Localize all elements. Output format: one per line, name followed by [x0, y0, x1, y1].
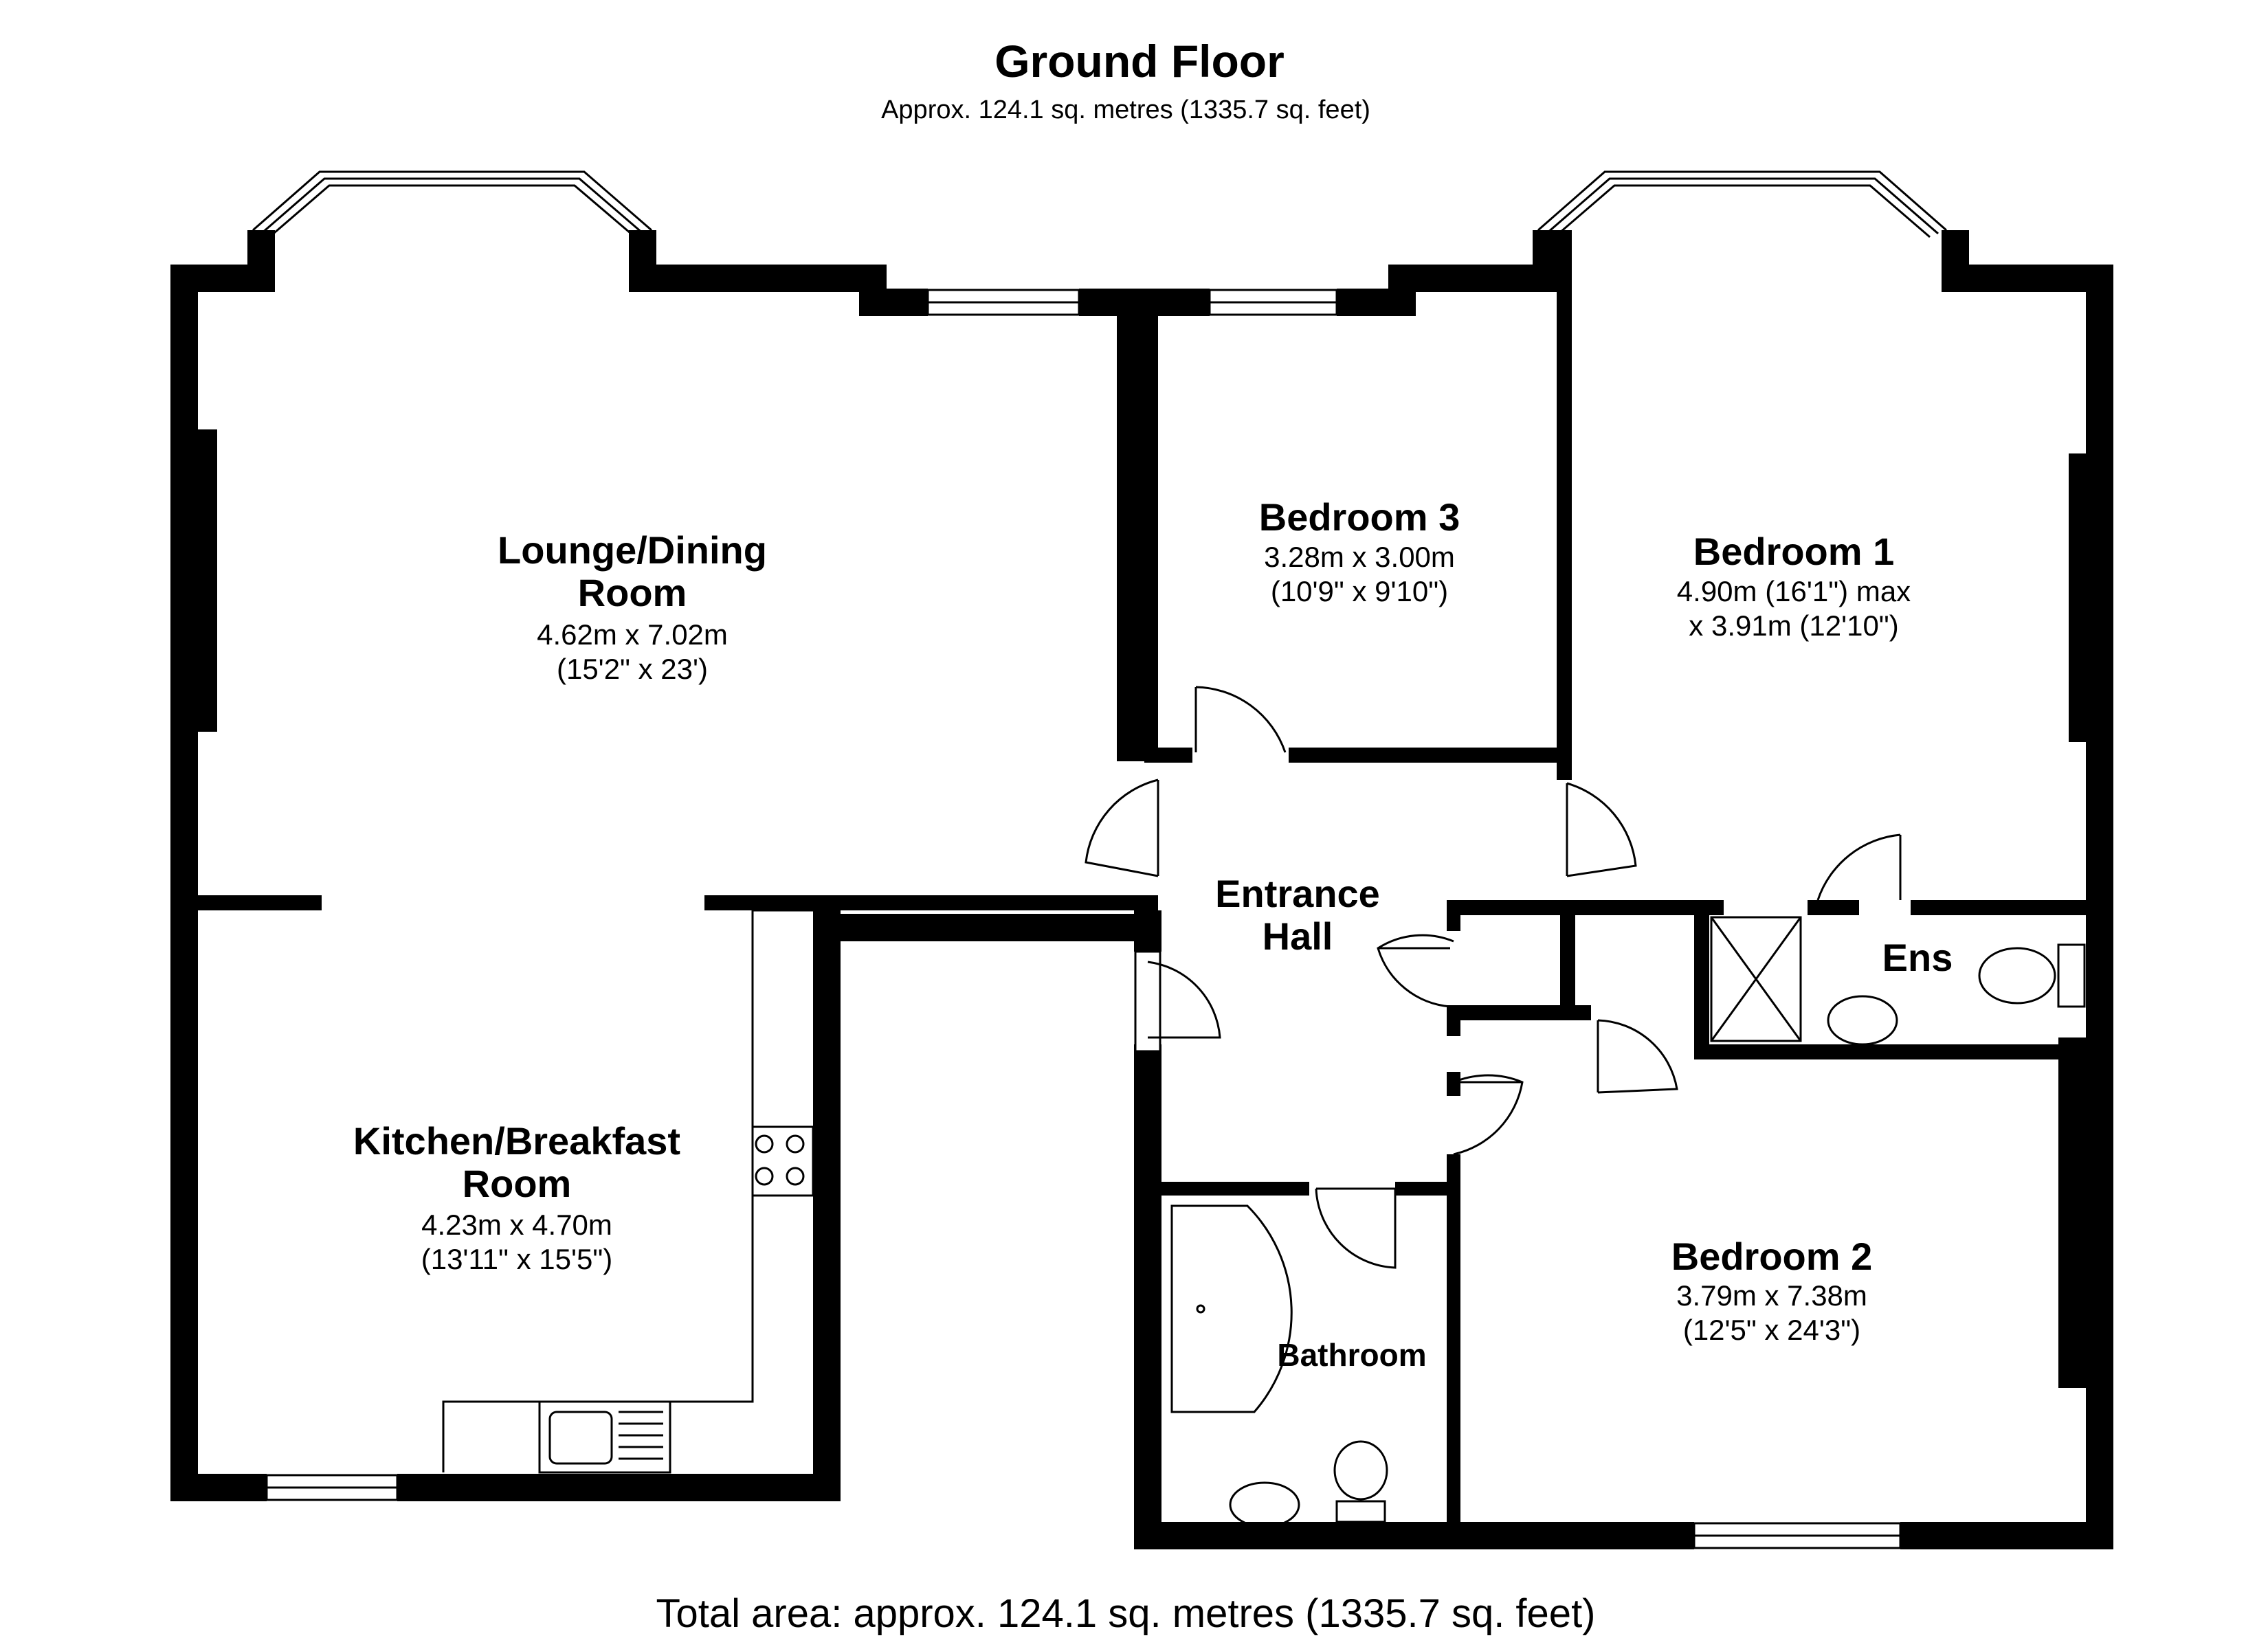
kitchen-dim-line1: 4.23m x 4.70m [421, 1209, 612, 1241]
interior-walls [198, 230, 2086, 1546]
lounge-dim-line1: 4.62m x 7.02m [537, 618, 728, 651]
hall-name-line1: Entrance [1215, 872, 1380, 915]
bedroom1-dim-line1: 4.90m (16'1") max [1677, 575, 1911, 607]
hall-name-line2: Hall [1263, 915, 1333, 958]
bedroom1-dim-line2: x 3.91m (12'10") [1689, 609, 1898, 642]
bedroom2-name: Bedroom 2 [1671, 1235, 1873, 1278]
windows [265, 289, 1902, 1549]
bay-window-bedroom1 [1537, 170, 1947, 238]
kitchen-units [442, 909, 814, 1474]
total-area: Total area: approx. 124.1 sq. metres (13… [656, 1591, 1596, 1636]
kitchen-name-line2: Room [463, 1162, 572, 1205]
floor-title: Ground Floor [994, 36, 1285, 87]
bathroom-name: Bathroom [1277, 1337, 1426, 1373]
bedroom2-dim-line1: 3.79m x 7.38m [1676, 1279, 1867, 1312]
kitchen-dim-line2: (13'11" x 15'5") [421, 1243, 613, 1275]
lounge-name-line1: Lounge/Dining [498, 528, 767, 572]
doors [1085, 686, 1902, 1269]
bedroom3-name: Bedroom 3 [1259, 495, 1460, 539]
bathroom-fixtures [1170, 1204, 1388, 1528]
bedroom3-dim-line2: (10'9" x 9'10") [1271, 575, 1448, 607]
ensuite-name: Ens [1882, 936, 1953, 979]
ensuite-fixtures [1710, 916, 2086, 1046]
lounge-dim-line2: (15'2" x 23') [557, 653, 708, 685]
outer-walls [170, 230, 2113, 1549]
bedroom2-dim-line2: (12'5" x 24'3") [1683, 1314, 1860, 1346]
bedroom3-dim-line1: 3.28m x 3.00m [1264, 541, 1455, 573]
kitchen-name-line1: Kitchen/Breakfast [353, 1119, 680, 1163]
labels: Ground Floor Approx. 124.1 sq. metres (1… [353, 36, 1953, 1636]
floor-area-subtitle: Approx. 124.1 sq. metres (1335.7 sq. fee… [881, 96, 1370, 124]
lounge-name-line2: Room [578, 571, 687, 614]
bedroom1-name: Bedroom 1 [1693, 530, 1895, 573]
bay-window-lounge [252, 170, 652, 238]
